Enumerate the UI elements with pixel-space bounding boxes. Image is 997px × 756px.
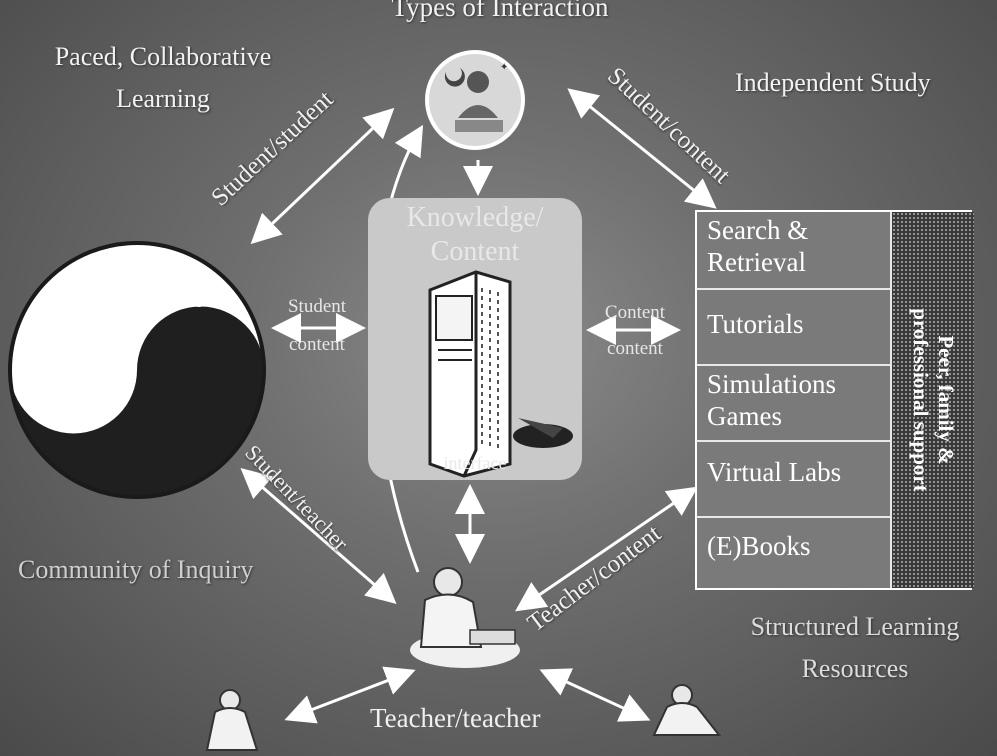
- resources-table: Search & Retrieval Tutorials Simulations…: [695, 210, 974, 590]
- server-computer-icon: [428, 270, 573, 478]
- knowledge-title-line1: Knowledge/: [406, 202, 544, 233]
- label-asynchronous: Asynchronous: [58, 287, 205, 313]
- resource-tutorials: Tutorials: [697, 290, 890, 366]
- label-independent-study: Independent Study: [735, 68, 931, 97]
- resource-virtual-labs-line1: Virtual Labs: [707, 457, 842, 487]
- resource-simulations-games: Simulations Games: [697, 366, 890, 442]
- label-paced-collaborative-line1: Paced, Collaborative: [54, 42, 272, 71]
- teacher-figure-icon: [410, 567, 520, 668]
- resource-search-retrieval-line1: Search &: [707, 215, 809, 245]
- resource-games-line2: Games: [707, 401, 782, 432]
- label-student-content-mid-line1: Student: [287, 296, 347, 317]
- resource-tutorials-line1: Tutorials: [707, 309, 804, 339]
- resource-ebooks: (E)Books: [697, 518, 890, 588]
- arrow-student-teacher: [240, 468, 397, 604]
- arrow-student-student: [250, 107, 395, 245]
- label-content-content-line2: content: [607, 338, 663, 359]
- resource-search-retrieval: Search & Retrieval: [697, 212, 890, 290]
- knowledge-content-box: Knowledge/ Content interface: [368, 198, 582, 480]
- label-teacher-teacher: Teacher/teacher: [370, 703, 541, 733]
- teacher-right-figure-icon: [652, 684, 722, 736]
- knowledge-interface-label: interface: [443, 453, 507, 473]
- arrow-student-content: [567, 88, 717, 209]
- label-synchronous: Synchronous: [72, 433, 193, 458]
- student-figure-icon: ✦: [425, 50, 525, 150]
- resource-virtual-labs: Virtual Labs: [697, 442, 890, 518]
- label-content-content-line1: Content: [604, 302, 666, 323]
- yin-yang-icon: [8, 241, 266, 499]
- arrow-teacher-teacher-left: [284, 666, 416, 724]
- teacher-left-figure-icon: [205, 689, 259, 751]
- svg-text:✦: ✦: [500, 62, 508, 73]
- label-paced-collaborative-line2: Learning: [116, 84, 210, 113]
- resource-simulations-line1: Simulations: [707, 369, 837, 399]
- resource-search-retrieval-line2: Retrieval: [707, 247, 806, 278]
- knowledge-title-line2: Content: [430, 236, 520, 267]
- arrow-teacher-content: [515, 486, 698, 612]
- peer-family-support-column: Peer, family & professional support: [890, 212, 974, 588]
- peer-support-line1: Peer, family &: [934, 335, 959, 465]
- label-student-content-mid-line2: content: [289, 334, 345, 355]
- label-community-of-inquiry: Community of Inquiry: [18, 555, 254, 584]
- peer-support-line2: professional support: [909, 308, 933, 492]
- diagram-title: Types of Interaction: [391, 0, 609, 22]
- label-structured-learning-line2: Resources: [801, 654, 909, 683]
- label-structured-learning-line1: Structured Learning: [750, 612, 960, 641]
- arrow-teacher-teacher-right: [539, 668, 651, 722]
- resource-ebooks-line1: (E)Books: [707, 531, 811, 561]
